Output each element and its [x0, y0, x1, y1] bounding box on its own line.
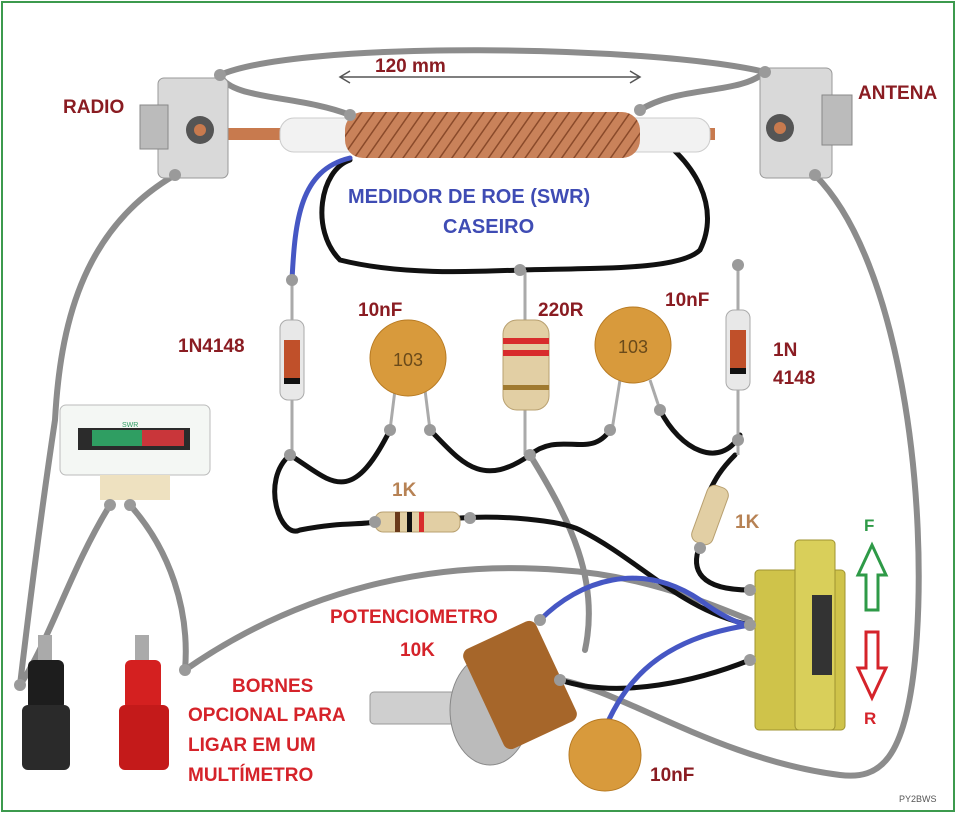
meter-scale-label: SWR [122, 422, 138, 429]
blue-wire-pot-switch [537, 575, 753, 628]
gray-wire-left-shield [217, 72, 353, 118]
gray-wires [17, 47, 922, 779]
capacitor-left [369, 319, 447, 431]
cap-left-label: 10nF [358, 300, 403, 321]
resistor-1k-left [374, 511, 461, 533]
title-line2: CASEIRO [443, 216, 535, 238]
diode-right [725, 265, 751, 455]
red-binding-post [119, 635, 169, 770]
diode-right-label-2: 4148 [773, 368, 816, 389]
black-wire-pot-switch [557, 657, 753, 691]
cap-marking: 103 [618, 337, 648, 357]
radio-connector [139, 77, 229, 179]
radio-label: RADIO [63, 97, 125, 118]
antenna-connector [759, 67, 853, 179]
cap-right-label: 10nF [665, 290, 710, 311]
resistor-1k-right-label: 1K [735, 512, 760, 533]
resistor-220r-label: 220R [538, 300, 584, 321]
antenna-label: ANTENA [858, 83, 938, 104]
author-credit: PY2BWS [899, 794, 937, 804]
black-wire-cap-left-a [287, 427, 393, 485]
black-wire-1k-to-switch [457, 514, 753, 628]
gray-wire-red-post [182, 565, 753, 673]
gray-wire-meter-right [127, 502, 189, 673]
potentiometer [369, 620, 577, 766]
reverse-arrow-icon [855, 630, 889, 702]
capacitor-bottom [568, 718, 642, 792]
slide-switch [754, 539, 846, 731]
junction-dots [14, 66, 821, 691]
diode-left-label: 1N4148 [178, 336, 245, 357]
diode-right-label-1: 1N [773, 340, 798, 361]
gray-wire-right-shield [637, 69, 768, 113]
terminals-label-1: BORNES [232, 676, 314, 697]
coax-line [215, 112, 715, 158]
forward-arrow-icon [855, 541, 889, 612]
black-wire-diode-right [707, 452, 738, 493]
title-line1: MEDIDOR DE ROE (SWR) [348, 186, 591, 208]
copper-braid [345, 112, 640, 158]
black-binding-post [22, 635, 70, 770]
cap-marking: 103 [393, 350, 423, 370]
forward-label: F [864, 516, 875, 535]
swr-meter [59, 404, 211, 500]
diode-left [279, 280, 305, 455]
resistor-220r [502, 270, 550, 455]
cap-bottom-label: 10nF [650, 765, 695, 786]
resistor-1k-right [691, 484, 729, 546]
black-wire-1k-left [272, 452, 378, 534]
capacitor-right [594, 306, 672, 431]
gray-wire-shield-top [217, 47, 768, 78]
gray-wire-antenna-ground [557, 172, 922, 779]
terminals-label-4: MULTÍMETRO [188, 765, 314, 786]
reverse-label: R [864, 709, 877, 728]
pot-label-2: 10K [400, 640, 435, 661]
length-label: 120 mm [375, 56, 446, 77]
gray-wire-radio-ground [17, 172, 178, 688]
pot-label-1: POTENCIOMETRO [330, 607, 498, 628]
terminals-label-2: OPCIONAL PARA [188, 705, 346, 726]
black-wire-center [427, 427, 613, 474]
resistor-1k-left-label: 1K [392, 480, 417, 501]
terminals-label-3: LIGAR EM UM [188, 735, 316, 756]
gray-wire-220r-down [527, 452, 592, 653]
blue-wire-left [289, 155, 353, 283]
black-wire-cap-right [657, 407, 743, 456]
